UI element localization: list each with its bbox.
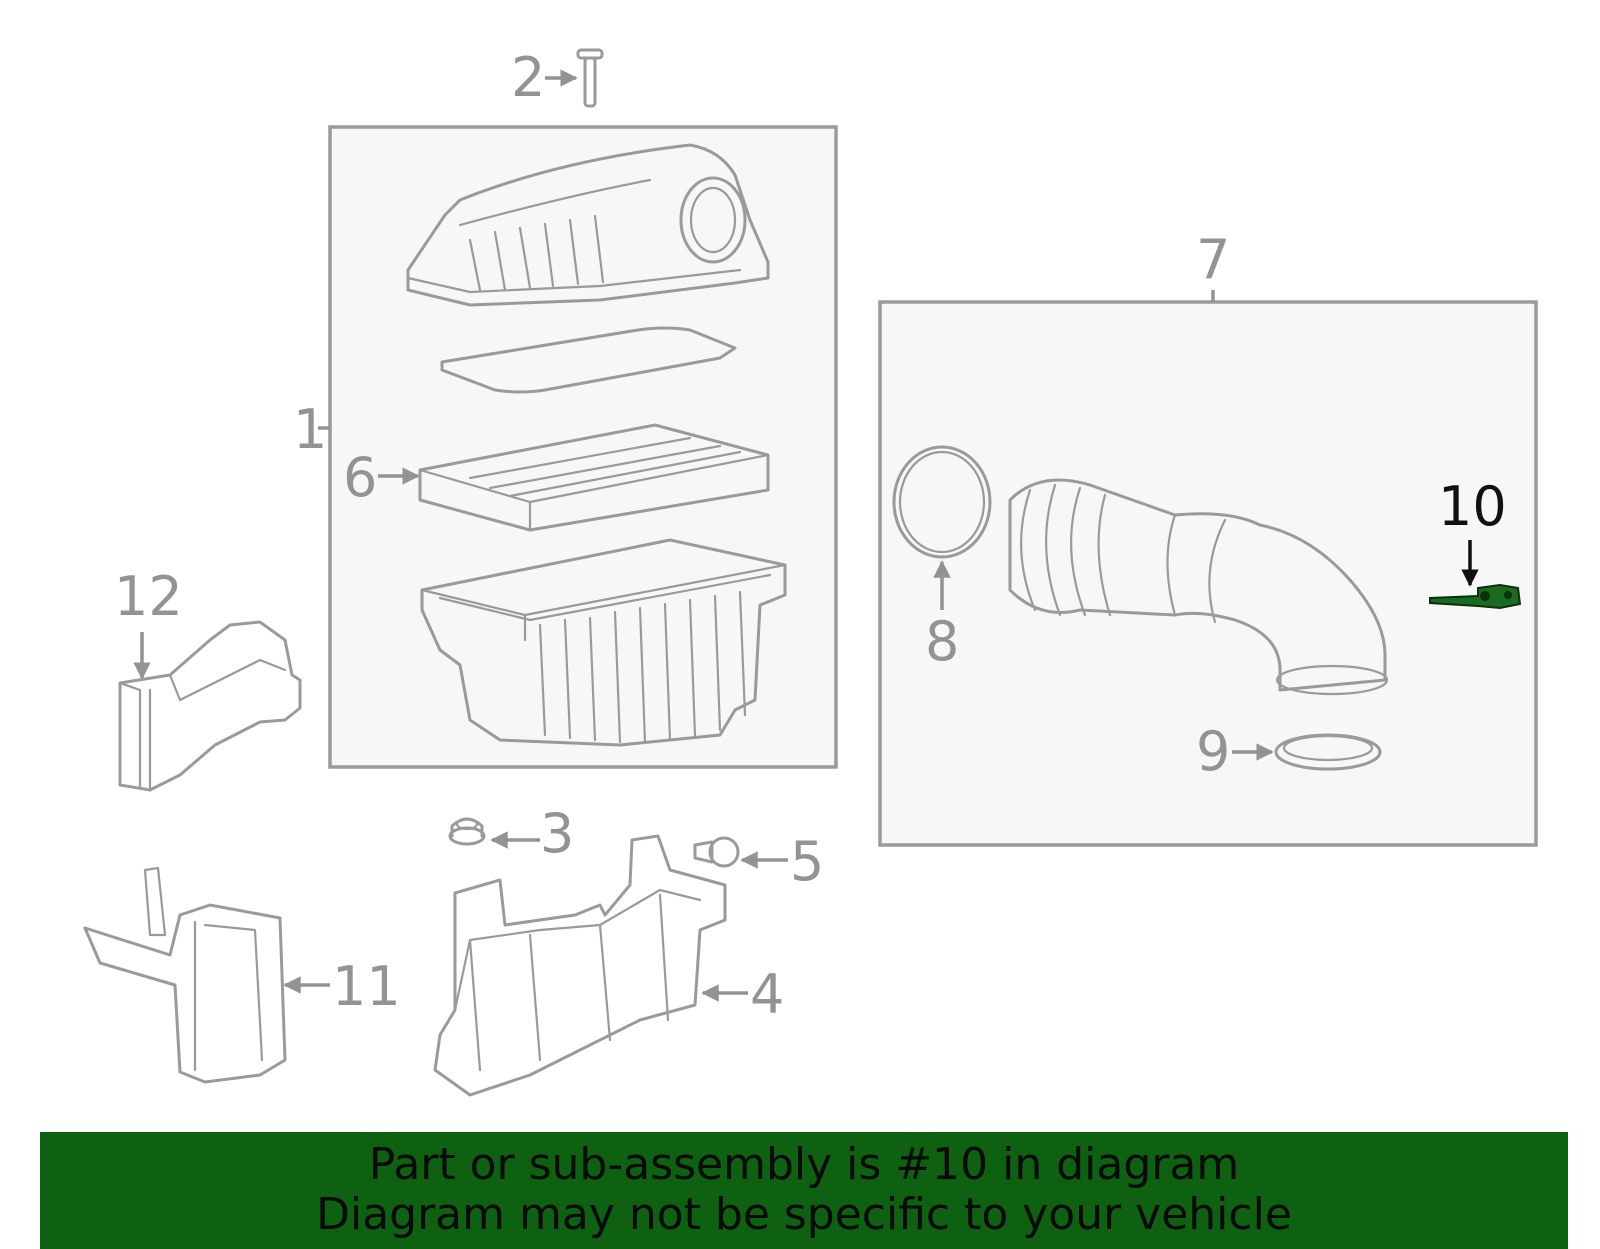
air-cleaner-housing bbox=[420, 538, 787, 747]
part-9-clamp bbox=[1274, 733, 1382, 771]
part-5-bolt bbox=[693, 836, 740, 868]
callout-1: 1 bbox=[293, 398, 327, 461]
part-8-ring bbox=[892, 445, 992, 559]
callout-3: 3 bbox=[540, 802, 574, 865]
callout-2: 2 bbox=[511, 46, 545, 109]
callout-4: 4 bbox=[750, 963, 784, 1026]
callout-11: 11 bbox=[332, 955, 401, 1018]
callout-6: 6 bbox=[343, 446, 377, 509]
part-2-bolt bbox=[576, 48, 604, 108]
callout-5: 5 bbox=[790, 830, 824, 893]
banner-line-part: Part or sub-assembly is #10 in diagram bbox=[368, 1139, 1240, 1190]
callout-7: 7 bbox=[1196, 228, 1230, 291]
assembly-box-7 bbox=[878, 300, 1538, 847]
part-7-hose bbox=[1008, 478, 1389, 696]
part-11-inlet bbox=[83, 866, 287, 1084]
assembly-box-1 bbox=[328, 125, 838, 769]
callout-10: 10 bbox=[1438, 475, 1507, 538]
part-6-filter-element bbox=[418, 423, 770, 532]
banner-line-disclaimer: Diagram may not be specific to your vehi… bbox=[316, 1189, 1292, 1240]
part-4-bracket bbox=[433, 834, 727, 1097]
air-cleaner-cover bbox=[406, 143, 770, 307]
callout-12: 12 bbox=[114, 565, 183, 628]
part-12-duct bbox=[118, 620, 302, 792]
callout-9: 9 bbox=[1196, 720, 1230, 783]
part-10-sensor[interactable] bbox=[1429, 583, 1522, 610]
gasket bbox=[440, 326, 737, 394]
part-3-grommet bbox=[448, 817, 486, 846]
notice-banner: Part or sub-assembly is #10 in diagram D… bbox=[40, 1132, 1568, 1249]
callout-8: 8 bbox=[925, 610, 959, 673]
